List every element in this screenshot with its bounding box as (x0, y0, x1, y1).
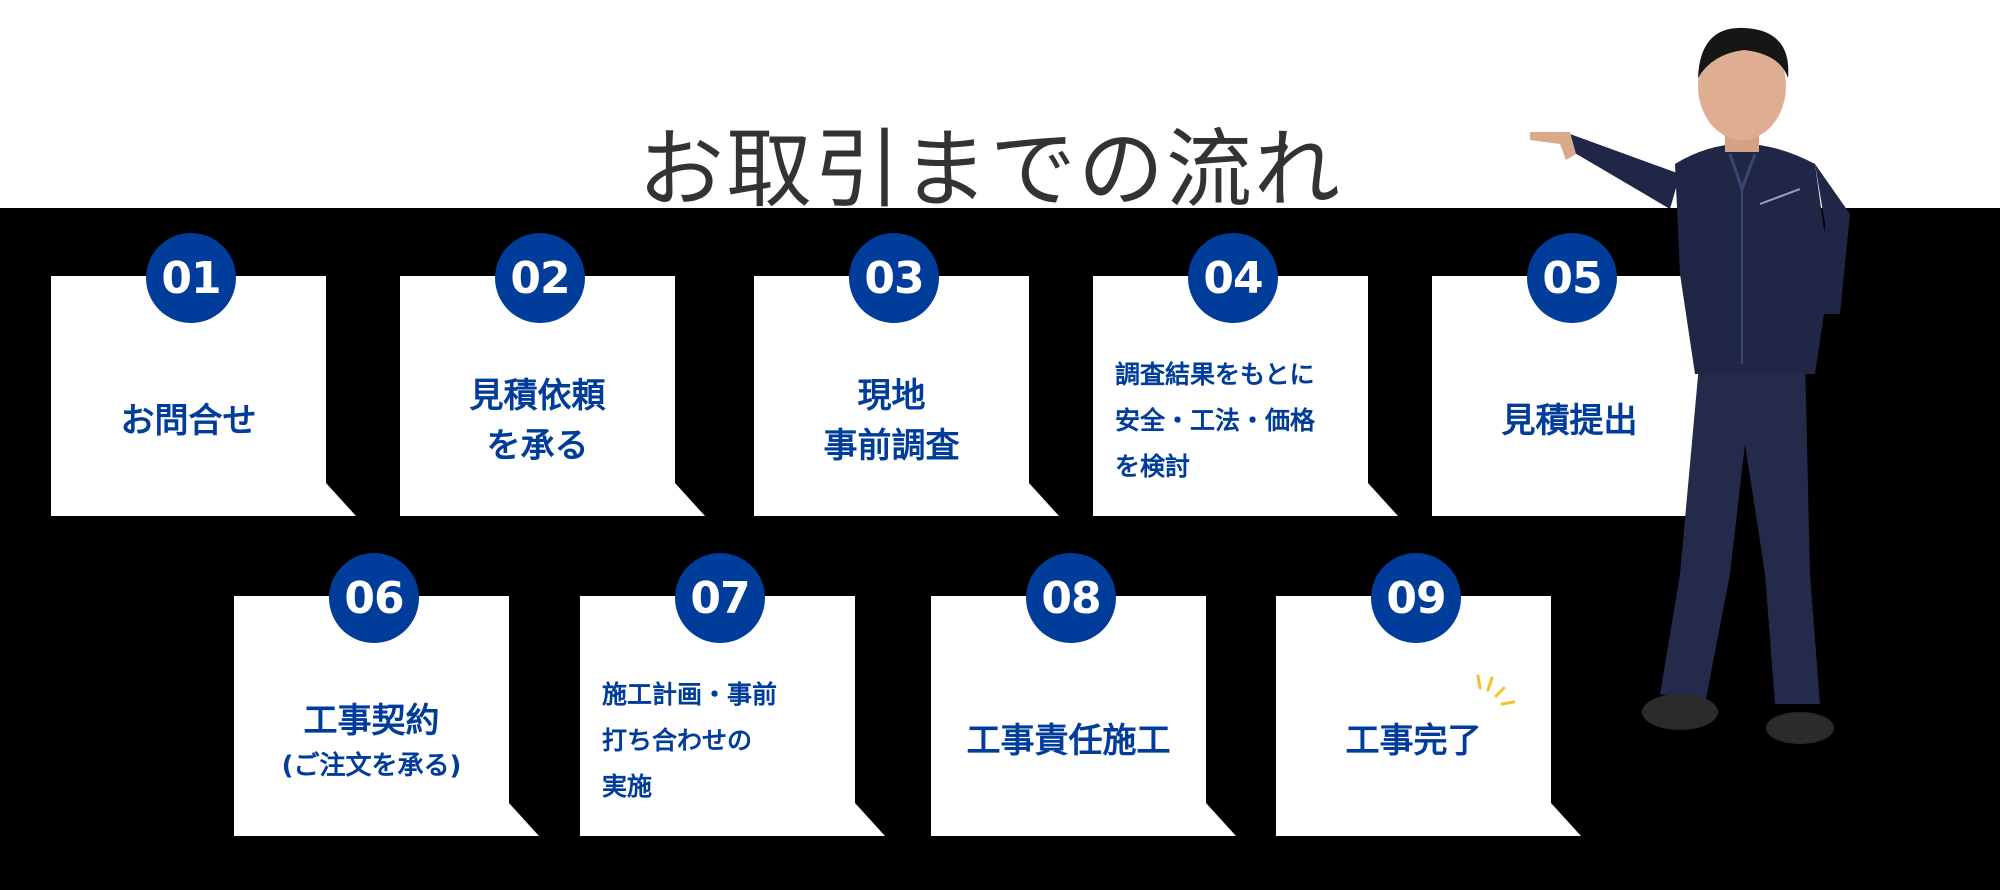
step-label-line-2: 打ち合わせの (602, 726, 753, 755)
step-card-01: 01 お問合せ (51, 233, 356, 516)
step-card-06: 06 工事契約 (ご注文を承る) (234, 553, 539, 836)
page-title: お取引までの流れ (638, 119, 1342, 220)
step-label-line-3: 実施 (602, 772, 653, 801)
step-label-line-1: 施工計画・事前 (602, 680, 778, 709)
step-card-07: 07 施工計画・事前 打ち合わせの 実施 (580, 553, 885, 836)
step-text: 調査結果をもとに 安全・工法・価格 を検討 (1093, 336, 1368, 506)
step-label-line-1: 調査結果をもとに (1115, 360, 1315, 389)
step-card-03: 03 現地 事前調査 (754, 233, 1059, 516)
step-number-badge: 06 (329, 553, 419, 643)
step-text: 工事契約 (ご注文を承る) (234, 656, 509, 826)
step-text: 施工計画・事前 打ち合わせの 実施 (580, 656, 855, 826)
step-label-line-1: 現地 (857, 376, 926, 416)
step-number-badge: 01 (146, 233, 236, 323)
step-text: 現地 事前調査 (754, 336, 1029, 506)
worker-pointing-illustration (1530, 27, 1850, 744)
step-number-badge: 05 (1527, 233, 1617, 323)
step-label-line-2: 事前調査 (823, 426, 960, 466)
step-card-09: 09 工事完了 (1276, 553, 1581, 836)
step-number-badge: 08 (1026, 553, 1116, 643)
step-label: 見積提出 (1501, 401, 1638, 441)
step-label-line-3: を検討 (1115, 452, 1191, 481)
step-label-line-2: 安全・工法・価格 (1115, 406, 1316, 435)
step-label: 工事完了 (1345, 721, 1482, 761)
step-label-line-1: 見積依頼 (469, 376, 606, 416)
step-number-badge: 02 (495, 233, 585, 323)
step-label-line-2: を承る (486, 426, 589, 466)
step-text: 工事責任施工 (931, 656, 1206, 826)
step-label-line-2: (ご注文を承る) (281, 751, 462, 781)
step-label: 工事責任施工 (966, 721, 1171, 761)
step-text: 見積提出 (1432, 336, 1707, 506)
step-number-badge: 03 (849, 233, 939, 323)
step-card-02: 02 見積依頼 を承る (400, 233, 705, 516)
step-card-08: 08 工事責任施工 (931, 553, 1236, 836)
step-text: 工事完了 (1276, 656, 1551, 826)
step-number-badge: 07 (675, 553, 765, 643)
step-card-04: 04 調査結果をもとに 安全・工法・価格 を検討 (1093, 233, 1398, 516)
step-number-badge: 09 (1371, 553, 1461, 643)
step-card-05: 05 見積提出 (1432, 233, 1737, 516)
step-label: お問合せ (120, 401, 257, 441)
step-text: お問合せ (51, 336, 326, 506)
step-number-badge: 04 (1188, 233, 1278, 323)
step-label-line-1: 工事契約 (303, 701, 440, 741)
sparkle-icon (1476, 674, 1516, 706)
step-text: 見積依頼 を承る (400, 336, 675, 506)
